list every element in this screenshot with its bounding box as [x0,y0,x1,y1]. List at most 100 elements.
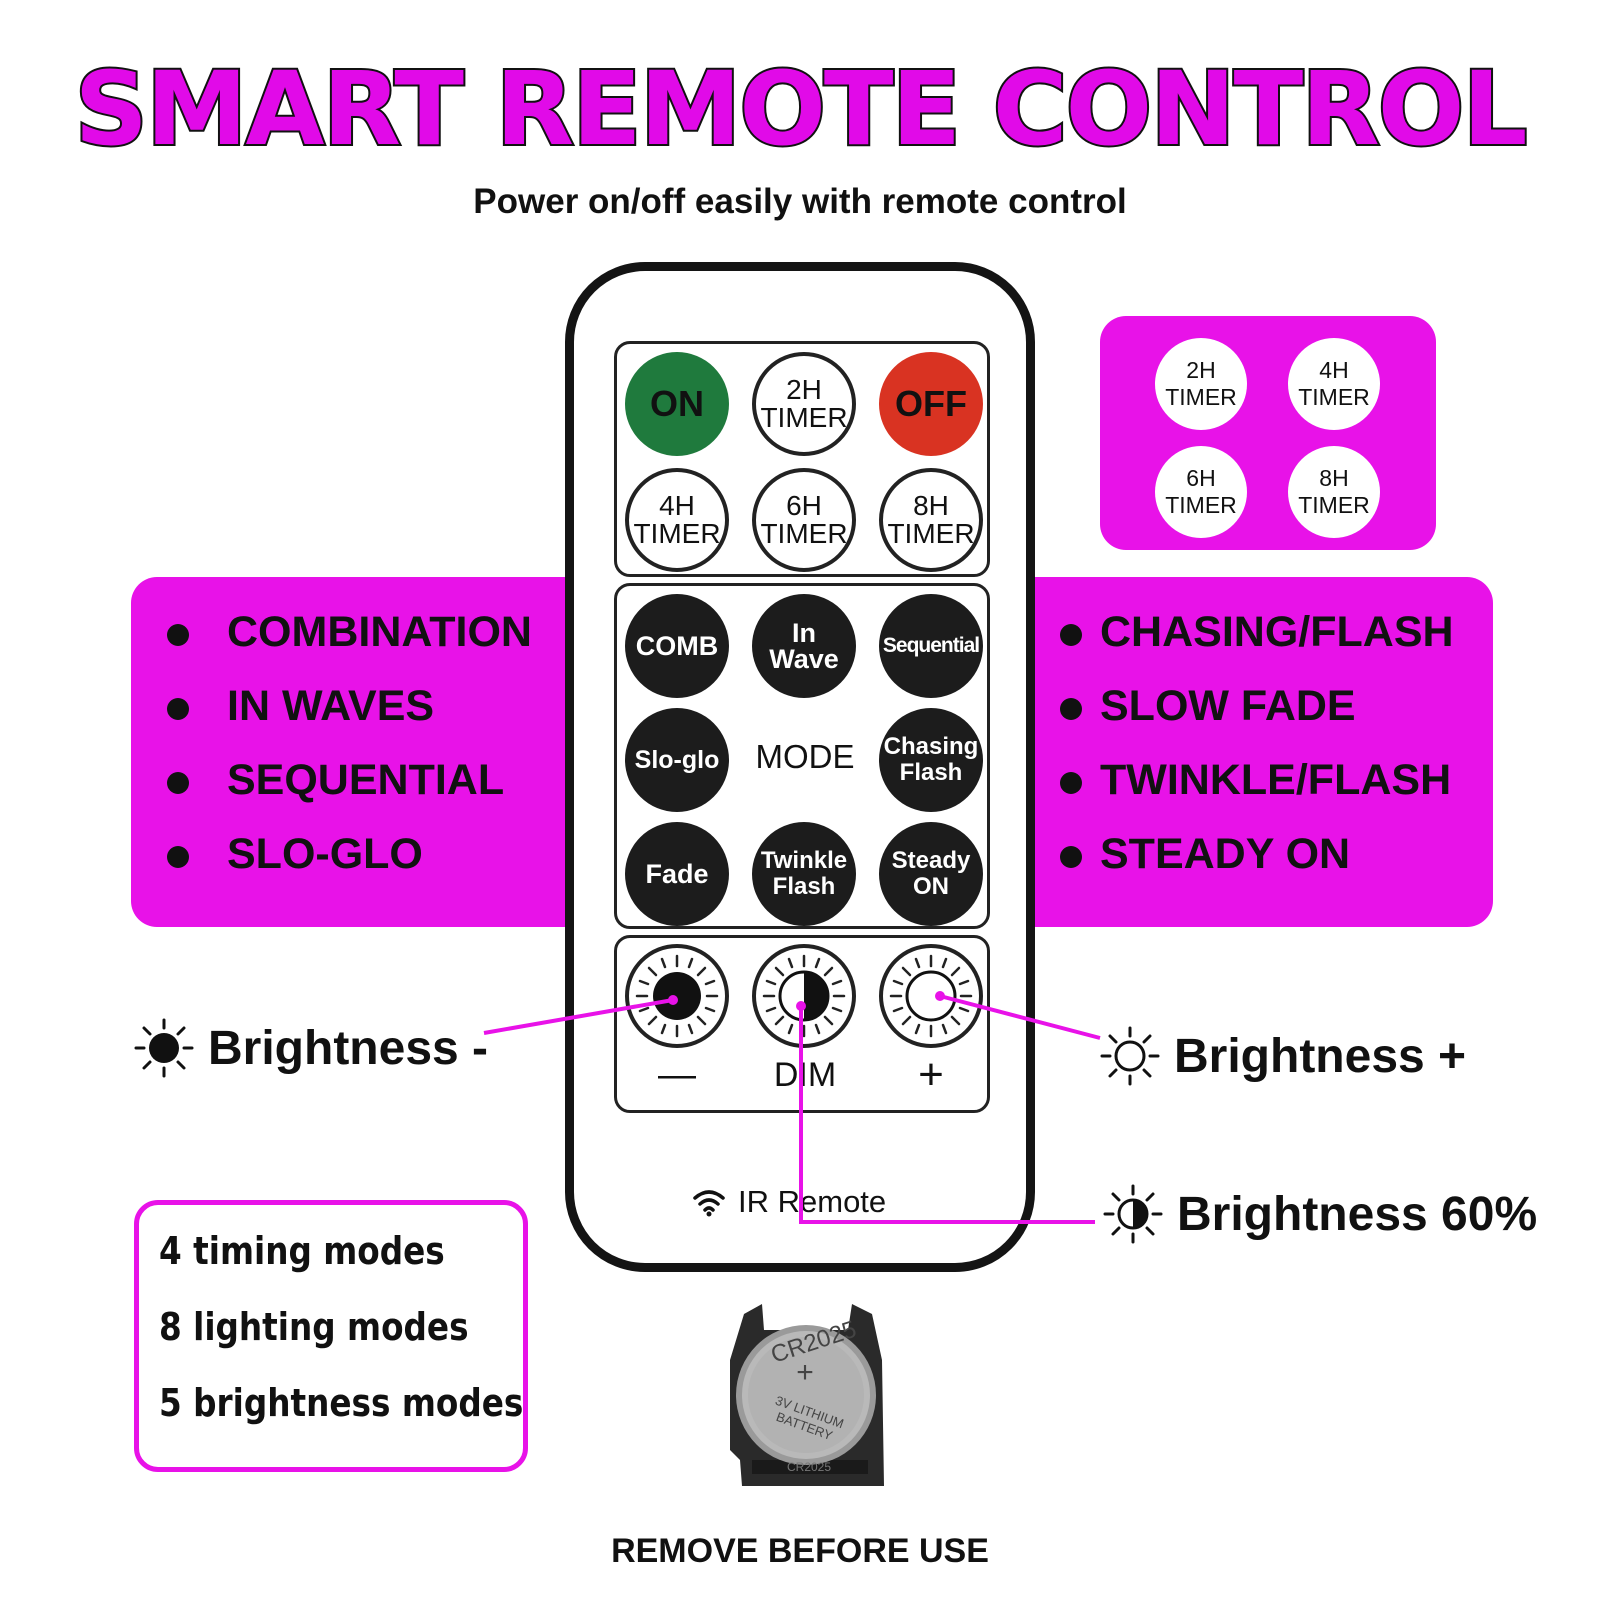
timer-2h-button[interactable]: 2H TIMER [752,352,856,456]
timer-label: TIMER [1165,492,1237,518]
modes-list-left: COMBINATION IN WAVES SEQUENTIAL SLO-GLO [167,608,532,904]
power-timer-section: ON 2H TIMER OFF 4H TIMER 6H TIMER 8H TIM… [614,341,990,577]
mode-button-label: Twinkle [760,847,848,874]
timer-label: TIMER [1298,384,1370,410]
timer-label: 2H [786,374,822,405]
off-label: OFF [895,383,967,424]
timer-label: TIMER [760,402,848,433]
brightness-minus-label: Brightness - [208,1021,489,1075]
sun-dark-icon [134,1018,194,1078]
comb-button[interactable]: COMB [625,594,729,698]
steady-on-button[interactable]: Steady ON [879,822,983,926]
mode-button-label: ON [913,873,949,900]
timer-panel-8h: 8H TIMER [1288,446,1380,538]
mode-item: CHASING/FLASH [1060,608,1454,682]
fade-button[interactable]: Fade [625,822,729,926]
brightness-plus-icon [889,954,973,1038]
twinkle-flash-button[interactable]: Twinkle Flash [752,822,856,926]
in-wave-button[interactable]: In Wave [752,594,856,698]
feature-line: 4 timing modes [159,1229,445,1273]
on-button[interactable]: ON [625,352,729,456]
sun-half-icon [1103,1184,1163,1244]
dim-label: DIM [773,1056,837,1094]
feature-line: 8 lighting modes [159,1305,469,1349]
callout-line-60 [799,1006,1095,1224]
brightness-minus-button[interactable] [625,944,729,1048]
battery-tray-icon [730,1304,884,1486]
timer-label: 6H [786,490,822,521]
callout-brightness-minus: Brightness - [134,1018,488,1078]
brightness-minus-icon [635,954,719,1038]
timer-6h-button[interactable]: 6H TIMER [752,468,856,572]
battery-holder: CR2025 + 3V LITHIUM BATTERY CR2025 [722,1300,888,1500]
mode-button-label: Wave [769,644,839,674]
mode-button-label: COMB [635,631,719,661]
mode-item: STEADY ON [1060,830,1454,904]
callout-brightness-plus: Brightness + [1100,1026,1466,1086]
brightness-plus-button[interactable] [879,944,983,1048]
timer-8h-button[interactable]: 8H TIMER [879,468,983,572]
mode-button-label: Slo-glo [634,746,720,774]
timer-4h-button[interactable]: 4H TIMER [625,468,729,572]
brightness-plus-label: Brightness + [1174,1029,1467,1083]
timer-label: TIMER [760,518,848,549]
mode-button-label: Flash [899,759,963,786]
mode-button-label: Sequential [882,634,980,657]
mode-button-label: Steady [891,847,971,874]
feature-line: 5 brightness modes [159,1381,524,1425]
timer-panel-2h: 2H TIMER [1155,338,1247,430]
mode-item: IN WAVES [167,682,532,756]
mode-button-label: Flash [772,873,836,900]
timer-label: TIMER [887,518,975,549]
mode-item: TWINKLE/FLASH [1060,756,1454,830]
brightness-half-icon [762,954,846,1038]
mode-item: SLOW FADE [1060,682,1454,756]
timer-panel-4h: 4H TIMER [1288,338,1380,430]
timer-label: 2H [1186,357,1216,383]
timer-label: 8H [1319,465,1349,491]
callout-line-minus [483,998,674,1035]
chasing-flash-button[interactable]: Chasing Flash [879,708,983,812]
mode-label: MODE [755,738,855,775]
timer-label: 4H [659,490,695,521]
sequential-button[interactable]: Sequential [879,594,983,698]
timer-label: 6H [1186,465,1216,491]
callout-dot [935,991,945,1001]
callout-dot [796,1001,806,1011]
battery-plus: + [796,1356,814,1389]
timer-label: TIMER [1298,492,1370,518]
dim-plus-label: + [918,1050,944,1099]
timer-panel: 2H TIMER 4H TIMER 6H TIMER 8H TIMER [1100,316,1436,550]
remote-footer-label: IR Remote [738,1184,887,1219]
remote-footer: IR Remote [692,1184,886,1220]
mode-item: COMBINATION [167,608,532,682]
mode-button-label: Chasing [883,733,979,760]
remove-before-use-label: REMOVE BEFORE USE [611,1532,989,1570]
mode-item: SEQUENTIAL [167,756,532,830]
callout-dot [668,995,678,1005]
feature-summary-box: 4 timing modes 8 lighting modes 5 bright… [134,1200,528,1472]
brightness-60-label: Brightness 60% [1177,1187,1538,1241]
timer-label: TIMER [633,518,721,549]
off-button[interactable]: OFF [879,352,983,456]
callout-brightness-60: Brightness 60% [1103,1184,1537,1244]
mode-button-label: In [792,618,816,648]
wireless-signal-icon [693,1190,725,1217]
tray-label: CR2025 [786,1460,832,1474]
page-title: SMART REMOTE CONTROL [73,48,1530,171]
dim-button[interactable] [752,944,856,1048]
timer-label: TIMER [1165,384,1237,410]
callout-line-plus [939,994,1101,1040]
timer-panel-6h: 6H TIMER [1155,446,1247,538]
modes-list-right: CHASING/FLASH SLOW FADE TWINKLE/FLASH ST… [1060,608,1454,904]
mode-section: COMB In Wave Sequential Slo-glo MODE Cha… [614,583,990,929]
sun-light-icon [1100,1026,1160,1086]
mode-button-label: Fade [645,859,709,889]
slo-glo-button[interactable]: Slo-glo [625,708,729,812]
page-subtitle: Power on/off easily with remote control [473,182,1127,221]
on-label: ON [650,383,704,424]
dim-minus-label: — [658,1054,696,1096]
timer-label: 4H [1319,357,1349,383]
timer-label: 8H [913,490,949,521]
